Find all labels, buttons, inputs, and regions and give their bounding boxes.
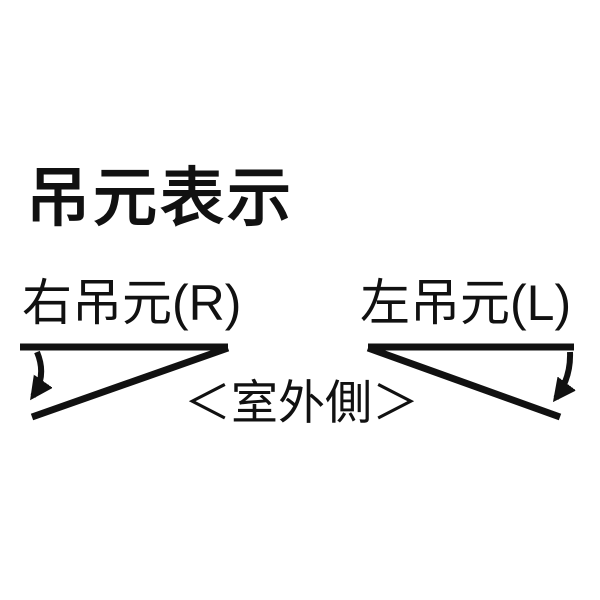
door-leaf-line bbox=[366, 344, 562, 421]
right-hinge-door-swing-diagram bbox=[20, 343, 230, 421]
left-hinge-door-swing-diagram bbox=[366, 343, 574, 421]
outdoor-side-caption: ＜室外側＞ bbox=[184, 376, 419, 429]
right-hinge-label: 右吊元(R) bbox=[22, 275, 242, 331]
figure-title: 吊元表示 bbox=[26, 162, 294, 234]
swing-direction-arrow-icon bbox=[33, 350, 41, 396]
left-hinge-label: 左吊元(L) bbox=[360, 275, 572, 331]
door-leaf-line bbox=[30, 344, 230, 421]
swing-direction-arrow-icon bbox=[556, 351, 570, 398]
